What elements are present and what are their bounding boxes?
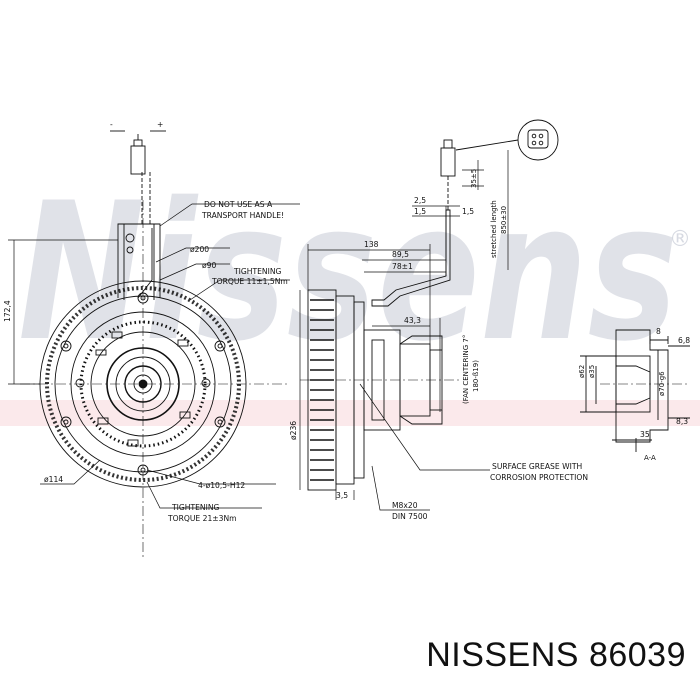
dim-6-8: 6,8 <box>678 336 690 345</box>
note-fan-centering-line1: (FAN CENTERING 7° <box>462 335 470 404</box>
dim-43-3: 43,3 <box>404 316 421 325</box>
caption-part-number: 86039 <box>588 636 686 674</box>
section-a-a <box>580 329 690 452</box>
note-stretched-line2: 850±30 <box>500 206 508 234</box>
dim-35-5: 35±5 <box>470 169 478 188</box>
dim-3-5: 3,5 <box>336 491 348 500</box>
note-tightening1-line1: TIGHTENING <box>233 267 282 276</box>
note-fan-centering-line2: 180-ß19) <box>472 360 480 392</box>
minus-terminal-label: - <box>110 120 113 129</box>
side-view <box>300 119 559 491</box>
dim-8: 8 <box>656 327 661 336</box>
note-transport-line1: DO NOT USE AS A <box>204 200 273 209</box>
dim-height-172: 172,4 <box>3 300 12 322</box>
section-label: A-A <box>644 454 656 462</box>
note-thread-line1: M8x20 <box>392 501 418 510</box>
note-stretched-line1: stretched length <box>490 200 498 258</box>
dim-d70: ø70-g6 <box>658 371 666 396</box>
dim-35: 35 <box>640 430 650 439</box>
watermark-band <box>0 400 700 426</box>
note-tightening2-line2: TORQUE 21±3Nm <box>167 514 237 523</box>
note-grease-line1: SURFACE GREASE WITH <box>492 462 582 471</box>
watermark-text: Nissens <box>18 162 678 383</box>
dim-d236: ø236 <box>289 421 298 440</box>
note-tightening2-line1: TIGHTENING <box>171 503 220 512</box>
front-view <box>20 130 290 560</box>
note-grease-line2: CORROSION PROTECTION <box>490 473 588 482</box>
dim-8-3: 8,3 <box>676 417 688 426</box>
note-thread-line2: DIN 7500 <box>392 512 428 521</box>
caption-brand: NISSENS <box>426 636 579 674</box>
dim-1-5a: 1,5 <box>414 207 426 216</box>
dim-2-5: 2,5 <box>414 196 426 205</box>
note-tightening1-line2: TORQUE 11±1,5Nm <box>211 277 288 286</box>
dim-holes: 4-ø10,5-H12 <box>198 481 245 490</box>
dim-d114: ø114 <box>44 475 63 484</box>
watermark-registered-mark: ® <box>669 227 691 252</box>
dim-d200: ø200 <box>190 245 209 254</box>
note-transport-line2: TRANSPORT HANDLE! <box>201 211 284 220</box>
nissens-watermark: Nissens ® <box>0 162 700 426</box>
dim-1-5b: 1,5 <box>462 207 474 216</box>
dim-138: 138 <box>364 240 379 249</box>
dim-d90: ø90 <box>202 261 216 270</box>
dim-78: 78±1 <box>392 262 413 271</box>
dim-d62: ø62 <box>578 365 586 378</box>
dim-d35b: ø35 <box>588 365 596 378</box>
dim-89-5: 89,5 <box>392 250 409 259</box>
plus-terminal-label: + <box>157 120 163 129</box>
